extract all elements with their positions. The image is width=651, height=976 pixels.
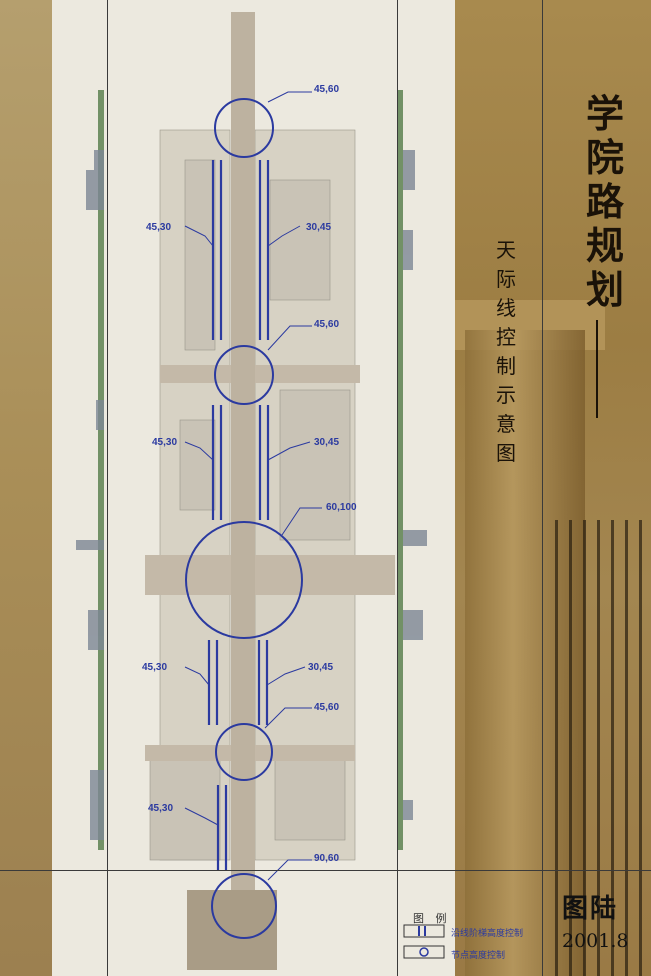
node-circle-5 bbox=[211, 873, 277, 939]
frame-line-right bbox=[397, 0, 398, 976]
leader-lines bbox=[184, 91, 322, 881]
height-label-n5: 90,60 bbox=[314, 853, 340, 864]
sepia-gate-photo bbox=[455, 0, 651, 976]
height-label-e3: 30,45 bbox=[308, 662, 334, 673]
page-title: 学院路规划 bbox=[585, 91, 624, 312]
node-circle-2 bbox=[214, 345, 274, 405]
tree-row-left bbox=[98, 90, 104, 850]
node-circle-1 bbox=[214, 98, 274, 158]
date-label: 2001.8 bbox=[562, 930, 629, 952]
building-blocks bbox=[149, 129, 356, 861]
title-rule bbox=[596, 320, 598, 418]
legend-item-node: 节点高度控制 bbox=[451, 951, 506, 961]
height-label-w3: 45,30 bbox=[142, 662, 168, 673]
height-label-e1: 30,45 bbox=[306, 222, 332, 233]
height-label-n1: 45,60 bbox=[314, 84, 340, 95]
legend-item-stepped: 沿线阶梯高度控制 bbox=[451, 929, 524, 939]
stepped-lines bbox=[207, 160, 270, 870]
height-label-n4: 45,60 bbox=[314, 702, 340, 713]
frame-line-bottom bbox=[0, 870, 651, 871]
height-label-w1: 45,30 bbox=[146, 222, 172, 233]
frame-line-left bbox=[107, 0, 108, 976]
height-label-n2: 45,60 bbox=[314, 319, 340, 330]
height-label-w2: 45,30 bbox=[152, 437, 178, 448]
author-label: 图陆 bbox=[562, 894, 619, 924]
left-photo-strip bbox=[0, 0, 52, 976]
node-circle-4 bbox=[215, 723, 273, 781]
south-plaza bbox=[187, 890, 277, 970]
iron-gate bbox=[555, 520, 651, 976]
height-label-n3: 60,100 bbox=[326, 502, 357, 513]
tree-row-right bbox=[397, 90, 403, 850]
page-subtitle: 天际线控制示意图 bbox=[496, 238, 516, 465]
main-avenue bbox=[231, 12, 255, 967]
frame-line-photo bbox=[542, 0, 543, 976]
legend-title: 图 例 bbox=[413, 912, 451, 925]
node-controls bbox=[185, 98, 303, 939]
height-label-w4: 45,30 bbox=[148, 803, 174, 814]
skyline-elevations bbox=[76, 150, 427, 840]
legend: 图 例 沿线阶梯高度控制 节点高度控制 bbox=[399, 910, 549, 970]
legend-symbols bbox=[403, 924, 445, 959]
height-label-e2: 30,45 bbox=[314, 437, 340, 448]
node-circle-3 bbox=[185, 521, 303, 639]
